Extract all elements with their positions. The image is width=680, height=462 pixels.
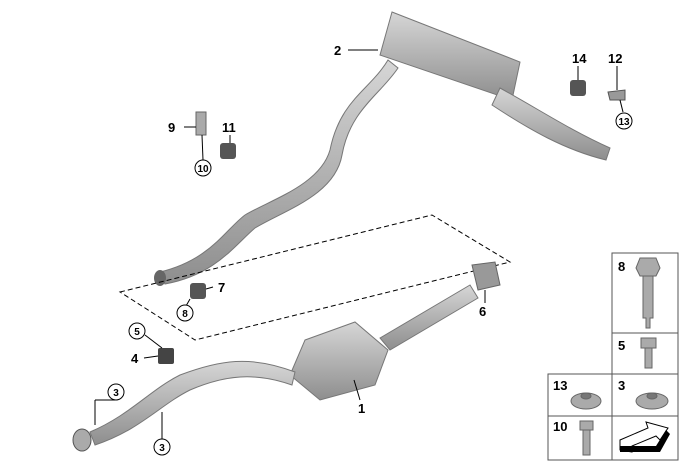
- callout-1: 1: [358, 401, 365, 416]
- bracket-4: [158, 348, 174, 364]
- rubber-mount-11: [220, 143, 236, 159]
- rubber-mount-14: [570, 80, 586, 96]
- fastener-table: [547, 252, 679, 461]
- callout-10-circled: 10: [197, 164, 209, 175]
- leader-lines: [94, 49, 624, 439]
- table-label-3: 3: [618, 378, 625, 393]
- bolt-5-icon: [640, 337, 657, 369]
- assembly-outline: [118, 214, 512, 341]
- callout-4: 4: [131, 351, 139, 366]
- bracket-9: [195, 111, 207, 136]
- catalytic-converter: [72, 261, 501, 452]
- bolt-8-icon: [635, 257, 661, 329]
- callout-7: 7: [218, 280, 225, 295]
- callout-13-circled: 13: [618, 117, 630, 128]
- callout-9: 9: [168, 120, 175, 135]
- clamp-12: [607, 89, 626, 101]
- callout-3-circled: 3: [113, 388, 119, 399]
- callout-12: 12: [608, 51, 622, 66]
- callout-6: 6: [479, 304, 486, 319]
- callout-3-circled: 3: [159, 443, 165, 454]
- table-label-13: 13: [553, 378, 567, 393]
- callout-14: 14: [572, 51, 587, 66]
- bolt-10-icon: [579, 420, 594, 456]
- callout-8-circled: 8: [182, 309, 188, 320]
- table-label-5: 5: [618, 338, 625, 353]
- direction-arrow-icon: [619, 421, 670, 453]
- rear-silencer: [154, 11, 611, 286]
- table-label-8: 8: [618, 259, 625, 274]
- callout-11: 11: [222, 120, 236, 135]
- callout-5-circled: 5: [134, 327, 140, 338]
- table-label-10: 10: [553, 419, 567, 434]
- rubber-mount-7: [190, 283, 206, 299]
- callout-2: 2: [334, 43, 341, 58]
